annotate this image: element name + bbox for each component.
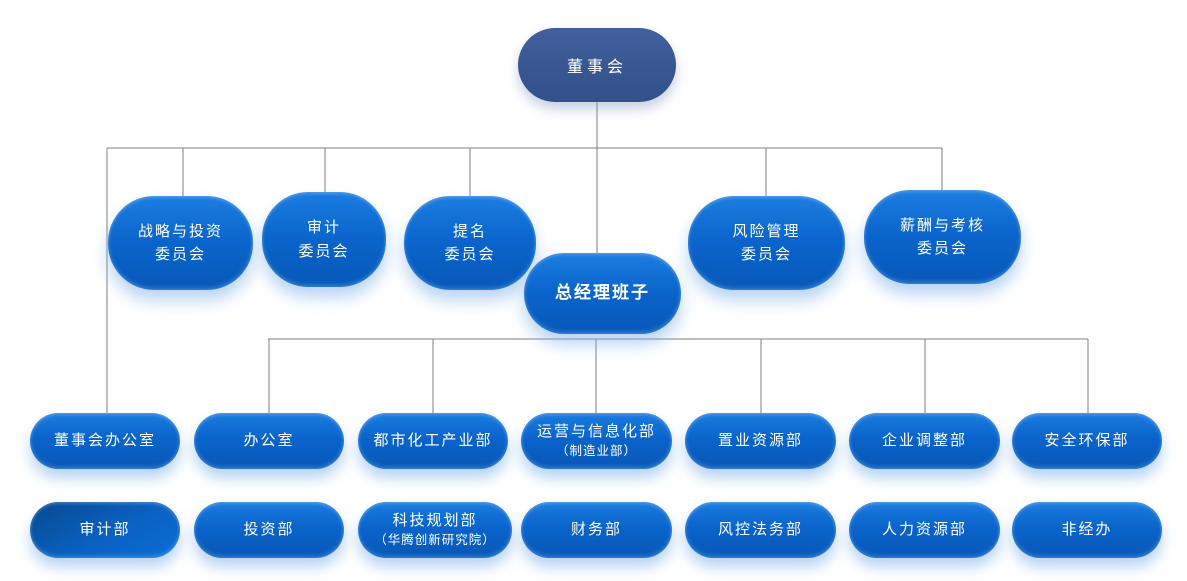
- org-node-tech-planning-dept: 科技规划部 （华腾创新研究院）: [358, 502, 512, 558]
- org-node-label: 委员会: [740, 246, 792, 263]
- org-node-human-resources-dept: 人力资源部: [849, 502, 1000, 558]
- org-node-label: 委员会: [916, 240, 968, 257]
- org-node-enterprise-adjustment-dept: 企业调整部: [849, 413, 1000, 469]
- org-node-operations-informatization-dept: 运营与信息化部 （制造业部）: [521, 413, 672, 469]
- org-node-label: 提名: [452, 222, 487, 240]
- org-node-finance-dept: 财务部: [521, 502, 672, 558]
- org-node-label: 风险管理: [732, 222, 801, 240]
- org-node-sublabel: （制造业部）: [555, 443, 637, 458]
- org-node-label: 安全环保部: [1044, 431, 1130, 449]
- org-node-label: 运营与信息化部: [536, 422, 656, 440]
- org-node-label: 委员会: [444, 246, 496, 263]
- org-node-label: 董事会: [566, 59, 627, 76]
- org-node-label: 人力资源部: [881, 520, 967, 538]
- org-node-label: 审计部: [79, 520, 131, 538]
- org-node-label: 董事会办公室: [53, 431, 156, 449]
- org-node-urban-chemical-industry-dept: 都市化工产业部: [358, 413, 508, 469]
- org-node-risk-control-legal-dept: 风控法务部: [685, 502, 836, 558]
- org-node-label: 总经理班子: [555, 283, 650, 303]
- org-node-label: 置业资源部: [717, 431, 803, 449]
- org-node-office: 办公室: [194, 413, 344, 469]
- org-node-label: 审计: [306, 219, 341, 237]
- org-node-label: 战略与投资: [137, 222, 223, 240]
- org-node-label: 办公室: [243, 431, 295, 449]
- org-node-label: 投资部: [243, 520, 295, 538]
- org-node-board-office: 董事会办公室: [30, 413, 180, 469]
- org-node-label: 委员会: [154, 246, 206, 263]
- org-node-sublabel: （华腾创新研究院）: [374, 532, 496, 547]
- org-node-label: 企业调整部: [881, 431, 967, 449]
- org-node-label: 委员会: [298, 242, 350, 260]
- org-node-non-operating-office: 非经办: [1012, 502, 1162, 558]
- org-node-investment-dept: 投资部: [194, 502, 344, 558]
- org-node-nomination-committee: 提名 委员会: [404, 196, 536, 290]
- org-node-board: 董事会: [518, 28, 676, 102]
- org-node-label: 都市化工产业部: [373, 431, 493, 449]
- org-node-label: 风控法务部: [717, 520, 803, 538]
- org-node-gm-team: 总经理班子: [524, 253, 681, 334]
- org-node-strategy-investment-committee: 战略与投资 委员会: [108, 196, 253, 290]
- org-node-audit-dept: 审计部: [30, 502, 180, 558]
- org-node-audit-committee: 审计 委员会: [262, 192, 386, 287]
- org-node-label: 薪酬与考核: [899, 216, 985, 234]
- org-node-property-resources-dept: 置业资源部: [685, 413, 836, 469]
- org-node-risk-management-committee: 风险管理 委员会: [688, 196, 845, 290]
- org-node-compensation-assessment-committee: 薪酬与考核 委员会: [864, 190, 1021, 284]
- org-node-label: 科技规划部: [392, 511, 478, 529]
- org-node-label: 财务部: [570, 520, 622, 538]
- org-node-safety-environment-dept: 安全环保部: [1012, 413, 1162, 469]
- org-node-label: 非经办: [1061, 520, 1113, 538]
